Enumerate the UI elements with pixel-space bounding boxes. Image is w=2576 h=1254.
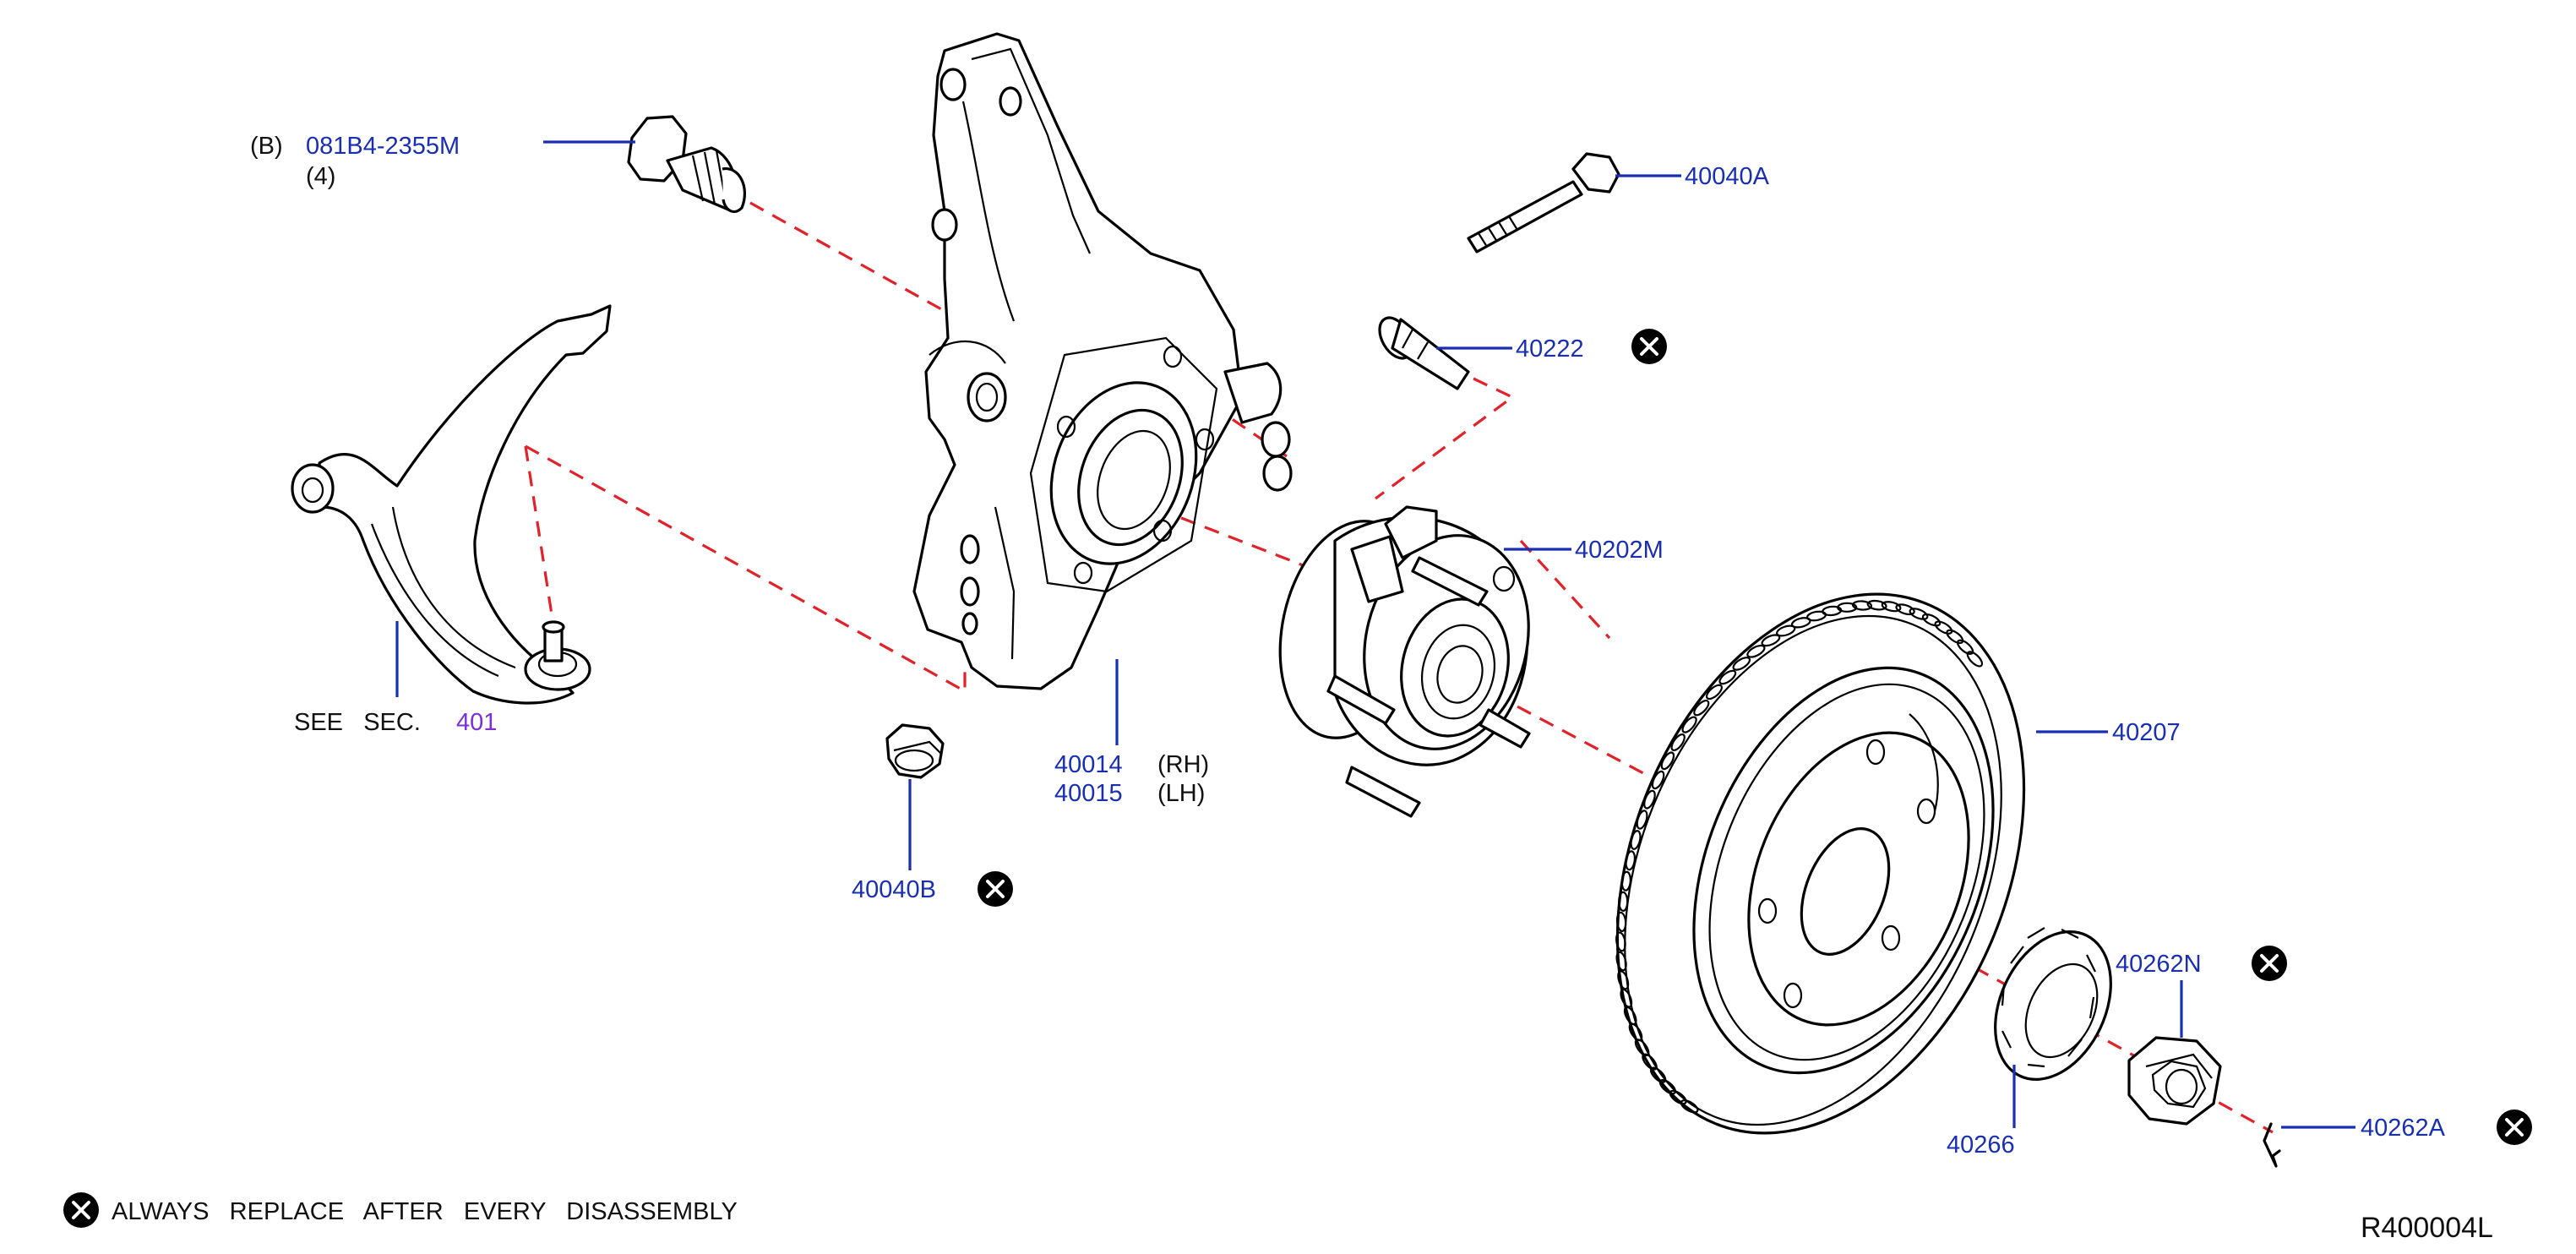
circle-x-icon <box>978 871 1013 907</box>
circle-x-icon <box>2497 1110 2532 1145</box>
rotor-vent-slot <box>1921 613 1942 627</box>
rotor-vent-slot <box>1615 911 1627 932</box>
bolt-b-qty: (4) <box>306 163 335 190</box>
rotor-vent-slot <box>1680 1099 1699 1114</box>
wheel-stud-40222[interactable] <box>1373 312 1470 390</box>
long-bolt-40040a[interactable] <box>1467 152 1620 254</box>
knuckle-lh-side: (LH) <box>1157 780 1205 807</box>
rotor-vent-slots <box>1615 599 1984 1114</box>
nut-40040b[interactable] <box>885 723 945 779</box>
rotor-vent-slot <box>1617 970 1630 990</box>
circle-x-icon <box>2252 946 2287 981</box>
ball-joint <box>524 620 591 691</box>
rotor-vent-slot <box>1660 751 1675 771</box>
rotor-vent-slot <box>1618 891 1629 912</box>
rotor-vent-slot <box>1761 634 1781 647</box>
part-label-40207[interactable]: 40207 <box>2112 719 2181 746</box>
rotor-vent-slot <box>1625 850 1637 871</box>
hub-nut-40262n[interactable] <box>2127 1036 2222 1126</box>
rotor-vent-slot <box>1615 931 1626 952</box>
wheel-hub-bearing-40202m[interactable] <box>1261 505 1550 818</box>
rotor-vent-slot <box>1934 620 1953 635</box>
rotor-vent-slot <box>1718 669 1737 685</box>
part-label-40262a[interactable]: 40262A <box>2361 1115 2446 1142</box>
rotor-vent-slot <box>1909 608 1929 620</box>
rotor-vent-slot <box>1636 810 1648 830</box>
bolt-b-prefix: (B) <box>250 133 283 160</box>
cotter-pin-40262a[interactable] <box>2263 1122 2281 1168</box>
rotor-vent-slot <box>1705 684 1724 701</box>
rotor-vent-slot <box>1615 951 1627 972</box>
rotor-vent-slot <box>1746 644 1766 658</box>
rotor-vent-slot <box>1643 789 1656 810</box>
rotor-vent-slot <box>1623 1006 1637 1026</box>
tone-ring-40266[interactable] <box>1973 913 2133 1098</box>
legend: ALWAYS REPLACE AFTER EVERY DISASSEMBLY <box>63 1192 738 1228</box>
circle-x-icon <box>63 1192 99 1228</box>
lower-control-arm <box>291 304 612 705</box>
rotor-vent-slot <box>1966 651 1984 668</box>
see-sec-text: SEE SEC. <box>294 709 421 736</box>
part-label-40222[interactable]: 40222 <box>1516 335 1584 363</box>
hub-studs <box>1326 556 1531 818</box>
legend-text: ALWAYS REPLACE AFTER EVERY DISASSEMBLY <box>112 1198 738 1225</box>
part-label-40040a[interactable]: 40040A <box>1685 163 1770 190</box>
knuckle-rh-side: (RH) <box>1157 751 1209 778</box>
rotor-vent-slot <box>1895 603 1915 616</box>
part-label-40202m[interactable]: 40202M <box>1575 537 1664 564</box>
rotor-vent-slot <box>1851 600 1873 611</box>
part-label-40015[interactable]: 40015 <box>1054 780 1123 807</box>
rotor-vent-slot <box>1881 601 1902 613</box>
rotor-vent-slot <box>1866 599 1887 611</box>
rotor-vent-slot <box>1837 602 1858 613</box>
rotor-vent-slot <box>1732 657 1751 671</box>
rotor-vent-slot <box>1693 700 1710 717</box>
flange-bolt-081b4-2355m[interactable] <box>627 115 747 213</box>
rotor-vent-slot <box>1681 716 1697 733</box>
brake-rotor-40207[interactable] <box>1542 533 2099 1194</box>
rotor-vent-slot <box>1630 830 1642 850</box>
part-label-40266[interactable]: 40266 <box>1947 1131 2015 1159</box>
part-label-40262n[interactable]: 40262N <box>2116 951 2202 978</box>
steering-knuckle-40014-40015[interactable] <box>912 32 1293 690</box>
part-label-40040b[interactable]: 40040B <box>852 876 936 903</box>
rotor-vent-slot <box>1620 870 1631 891</box>
part-label-081b4-2355m[interactable]: 081B4-2355M <box>306 133 460 160</box>
part-label-40014[interactable]: 40014 <box>1054 751 1123 778</box>
rotor-vent-slot <box>1651 770 1665 790</box>
circle-x-icon <box>1631 329 1667 364</box>
rotor-vent-slot <box>1628 1022 1643 1042</box>
rotor-vent-slot <box>1620 988 1633 1008</box>
see-sec-link-401[interactable]: 401 <box>456 709 497 736</box>
rotor-vent-slot <box>1670 733 1686 752</box>
diagram-code: R400004L <box>2361 1212 2493 1244</box>
rotor-vent-slot <box>1669 1089 1687 1105</box>
rotor-vent-slot <box>1946 629 1964 645</box>
